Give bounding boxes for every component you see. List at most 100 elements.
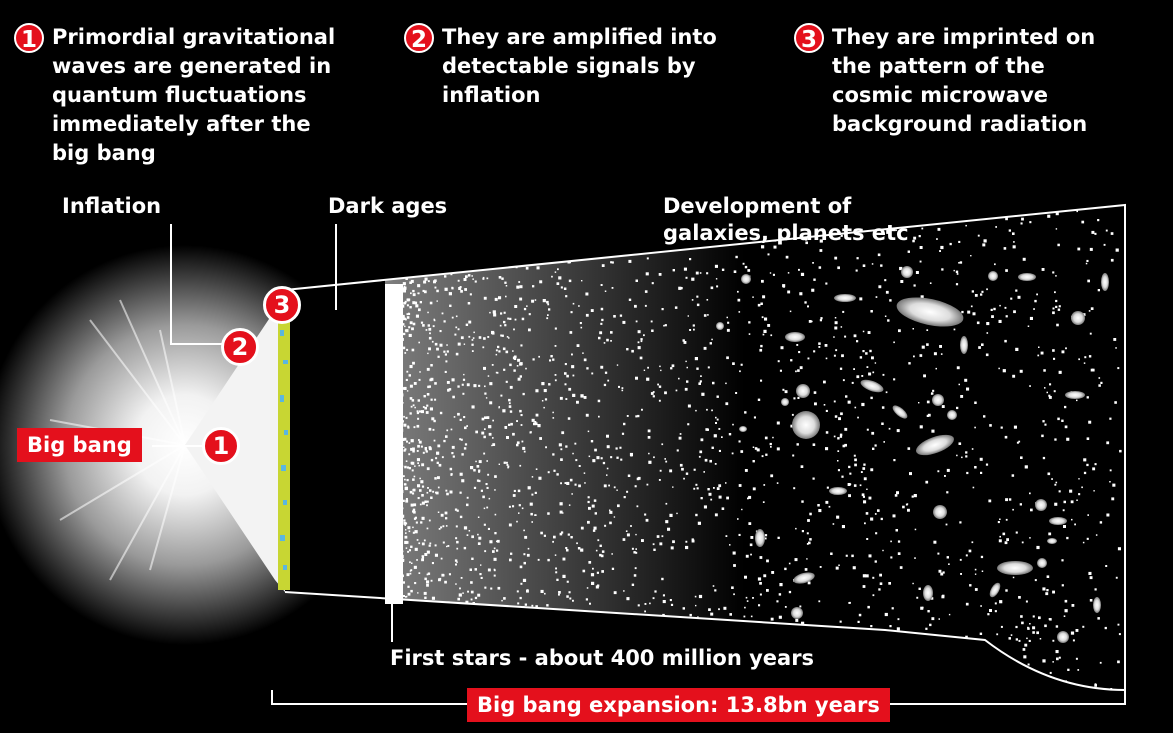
star-dot	[961, 456, 963, 459]
star-dot	[826, 486, 829, 489]
star-dot	[404, 448, 407, 451]
star-dot	[441, 625, 445, 629]
star-dot	[927, 640, 930, 643]
star-dot	[500, 394, 503, 397]
star-dot	[411, 461, 415, 465]
star-dot	[762, 501, 765, 503]
step-2-badge: 2	[404, 23, 434, 53]
star-dot	[976, 321, 980, 325]
star-dot	[709, 459, 712, 463]
star-dot	[457, 597, 460, 601]
star-dot	[520, 424, 523, 426]
star-dot	[552, 417, 555, 419]
star-dot	[406, 298, 410, 302]
star-dot	[1071, 518, 1073, 521]
star-dot	[859, 484, 862, 487]
star-dot	[878, 588, 881, 591]
star-dot	[599, 331, 603, 335]
star-dot	[1081, 486, 1083, 489]
star-dot	[1012, 576, 1015, 579]
star-dot	[650, 320, 653, 323]
star-dot	[1056, 206, 1060, 210]
star-dot	[423, 673, 425, 676]
star-dot	[1056, 657, 1059, 661]
star-dot	[970, 641, 974, 644]
star-dot	[699, 272, 702, 274]
star-dot	[1095, 534, 1098, 536]
star-dot	[1112, 483, 1116, 487]
star-dot	[516, 441, 520, 445]
star-dot	[400, 227, 403, 231]
star-dot	[418, 247, 421, 251]
star-dot	[1091, 230, 1095, 234]
star-dot	[635, 415, 638, 418]
star-dot	[526, 212, 528, 215]
star-dot	[674, 306, 678, 309]
star-dot	[782, 284, 786, 288]
star-dot	[592, 638, 595, 641]
star-dot	[713, 487, 715, 489]
star-dot	[578, 484, 581, 488]
star-dot	[402, 289, 406, 293]
star-dot	[442, 541, 445, 544]
star-dot	[659, 238, 663, 242]
star-dot	[571, 365, 575, 369]
star-dot	[847, 400, 851, 404]
star-dot	[428, 385, 431, 388]
star-dot	[403, 672, 407, 676]
star-dot	[402, 581, 405, 584]
star-dot	[496, 539, 500, 543]
star-dot	[609, 521, 612, 525]
star-dot	[624, 627, 627, 630]
star-dot	[696, 487, 699, 490]
star-dot	[420, 445, 423, 448]
star-dot	[465, 323, 469, 326]
star-dot	[646, 483, 649, 486]
star-dot	[951, 673, 955, 677]
star-dot	[691, 277, 695, 281]
star-dot	[866, 538, 869, 540]
star-dot	[651, 329, 654, 332]
star-dot	[652, 597, 655, 600]
star-dot	[1039, 638, 1042, 640]
star-dot	[403, 519, 406, 522]
star-dot	[410, 634, 413, 638]
star-dot	[718, 484, 722, 488]
star-dot	[685, 545, 689, 550]
star-dot	[411, 639, 416, 643]
star-dot	[420, 321, 424, 324]
star-dot	[451, 218, 454, 222]
star-dot	[792, 454, 795, 457]
star-dot	[493, 557, 497, 561]
star-dot	[520, 582, 523, 585]
star-dot	[772, 273, 775, 276]
star-dot	[401, 314, 405, 318]
star-dot	[945, 523, 948, 526]
star-dot	[456, 206, 460, 210]
star-dot	[459, 491, 462, 494]
star-dot	[663, 642, 666, 645]
star-dot	[406, 316, 410, 319]
star-dot	[538, 476, 542, 480]
star-dot	[553, 469, 556, 472]
star-dot	[570, 536, 573, 539]
star-dot	[587, 520, 590, 524]
star-dot	[532, 358, 535, 361]
star-dot	[450, 474, 453, 476]
star-dot	[825, 431, 829, 434]
star-dot	[414, 465, 416, 467]
star-dot	[515, 266, 518, 269]
star-dot	[672, 486, 674, 488]
star-dot	[426, 580, 430, 584]
star-dot	[400, 693, 402, 695]
star-dot	[661, 535, 664, 538]
star-dot	[425, 329, 428, 331]
star-dot	[1088, 571, 1092, 575]
star-dot	[400, 674, 403, 677]
star-dot	[1075, 657, 1078, 660]
star-dot	[554, 379, 557, 382]
star-dot	[403, 285, 406, 288]
star-dot	[419, 371, 421, 373]
star-dot	[403, 437, 407, 441]
star-dot	[613, 486, 616, 489]
